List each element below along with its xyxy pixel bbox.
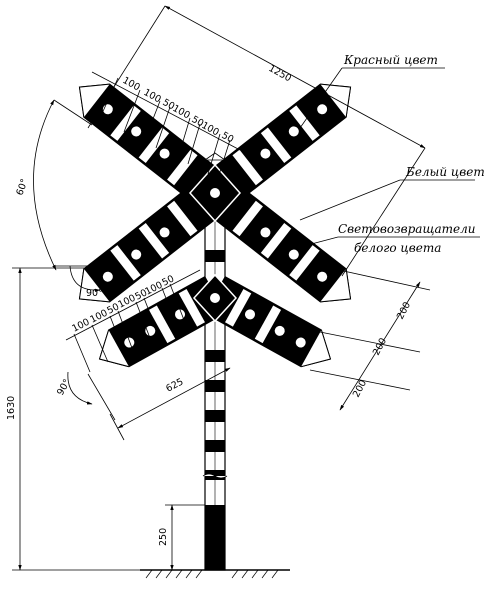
dim-lower-segments (65, 269, 201, 373)
ground (140, 569, 290, 579)
leaders (299, 67, 480, 248)
dim-up-7: 50 (220, 130, 236, 145)
dim-up-5: 50 (190, 114, 206, 129)
dim-up-1: 100 (121, 75, 142, 93)
dim-200s (309, 267, 431, 411)
dim-angle-90-upper-text: 90° (86, 288, 103, 299)
dim-up-3: 50 (161, 97, 177, 112)
dim-angle-90-lower-text: 90° (55, 377, 73, 397)
dim-gap-1: 200 (395, 300, 413, 321)
dim-low-7: 50 (160, 273, 176, 288)
label-reflectors: Световозвращатели (338, 222, 475, 236)
lower-sign (98, 273, 332, 368)
dim-angle-60-text: 60° (14, 177, 30, 197)
dim-low-5: 50 (133, 287, 149, 302)
dim-upper-segments (91, 71, 241, 179)
dim-gap-2: 200 (371, 336, 389, 357)
dim-low-3: 50 (105, 301, 121, 316)
label-reflectors-color: белого цвета (354, 241, 441, 255)
dim-height: 1630 (6, 396, 17, 420)
post (202, 214, 228, 571)
dim-total-span: 1250 (267, 63, 293, 84)
dim-1250 (87, 5, 426, 277)
dim-up-6: 100 (200, 120, 221, 138)
dim-1630 (12, 267, 140, 571)
dim-625 (109, 367, 231, 441)
dim-angle-90-upper (55, 265, 101, 293)
dim-angle-60 (33, 99, 93, 271)
label-red-color: Красный цвет (343, 53, 438, 67)
dim-base: 250 (158, 528, 169, 546)
dim-angle-90-lower (67, 371, 116, 421)
dim-250 (165, 504, 205, 571)
dim-lower-arm: 625 (164, 376, 185, 394)
label-white-color: Белый цвет (405, 165, 485, 179)
